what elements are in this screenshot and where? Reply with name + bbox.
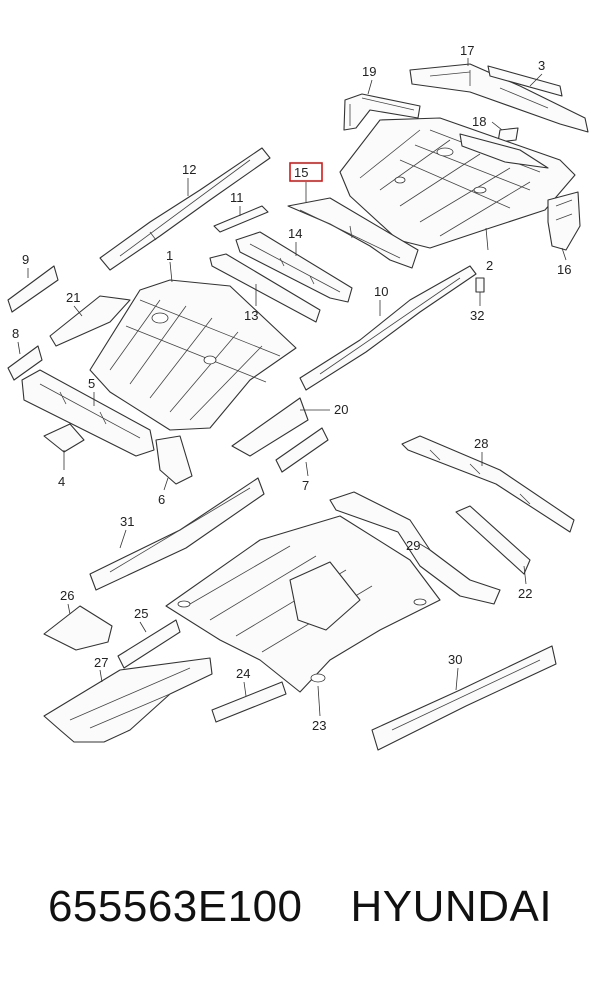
callout-labels: 17 3 19 18 12 11 15 14 2 16 1 9 21 10 13… xyxy=(12,43,571,733)
callout-24: 24 xyxy=(236,666,250,681)
callout-19: 19 xyxy=(362,64,376,79)
callout-17: 17 xyxy=(460,43,474,58)
part-15 xyxy=(287,197,419,269)
callout-6: 6 xyxy=(158,492,165,507)
part-26 xyxy=(43,605,113,651)
callout-11: 11 xyxy=(230,190,244,205)
callout-1: 1 xyxy=(166,248,173,263)
callout-20: 20 xyxy=(334,402,348,417)
part-4 xyxy=(43,423,85,453)
part-3 xyxy=(487,65,563,97)
callout-9: 9 xyxy=(22,252,29,267)
callout-29: 29 xyxy=(406,538,420,553)
part-31 xyxy=(89,477,265,591)
callout-2: 2 xyxy=(486,258,493,273)
callout-23: 23 xyxy=(312,718,326,733)
callout-4: 4 xyxy=(58,474,65,489)
part-11 xyxy=(213,205,269,233)
part-2 xyxy=(339,117,576,249)
callout-12: 12 xyxy=(182,162,196,177)
parts-exploded-diagram: 17 3 19 18 12 11 15 14 2 16 1 9 21 10 13… xyxy=(7,43,589,751)
callout-25: 25 xyxy=(134,606,148,621)
part-20 xyxy=(231,397,309,457)
part-21 xyxy=(49,295,131,347)
part-22 xyxy=(455,505,531,575)
part-1 xyxy=(89,279,297,431)
callout-18: 18 xyxy=(472,114,486,129)
callout-13: 13 xyxy=(244,308,258,323)
part-24 xyxy=(211,681,287,723)
callout-31: 31 xyxy=(120,514,134,529)
part-17 xyxy=(409,63,589,133)
callout-5: 5 xyxy=(88,376,95,391)
callout-21: 21 xyxy=(66,290,80,305)
brand-name: HYUNDAI xyxy=(350,882,553,931)
callout-8: 8 xyxy=(12,326,19,341)
callout-3: 3 xyxy=(538,58,545,73)
callout-28: 28 xyxy=(474,436,488,451)
part-30 xyxy=(371,645,557,751)
part-caption: 655563E100 HYUNDAI xyxy=(0,872,600,942)
callout-22: 22 xyxy=(518,586,532,601)
part-6 xyxy=(155,435,193,485)
part-number: 655563E100 xyxy=(47,882,303,931)
part-14 xyxy=(235,231,353,303)
part-23 xyxy=(165,515,441,693)
part-28 xyxy=(401,435,575,533)
part-19 xyxy=(343,93,421,131)
part-25 xyxy=(117,619,181,669)
part-32 xyxy=(475,277,485,293)
part-27 xyxy=(43,657,213,743)
callout-15: 15 xyxy=(294,165,308,180)
callout-15-highlight-box xyxy=(289,162,323,182)
part-16 xyxy=(547,191,581,251)
part-9 xyxy=(7,265,59,313)
callout-14: 14 xyxy=(288,226,302,241)
callout-30: 30 xyxy=(448,652,462,667)
callout-10: 10 xyxy=(374,284,388,299)
part-5 xyxy=(21,369,155,457)
part-7 xyxy=(275,427,329,473)
callout-27: 27 xyxy=(94,655,108,670)
part-10 xyxy=(299,265,477,391)
part-29 xyxy=(329,491,501,605)
callout-26: 26 xyxy=(60,588,74,603)
leader-lines xyxy=(17,58,567,717)
callout-32: 32 xyxy=(470,308,484,323)
callout-7: 7 xyxy=(302,478,309,493)
part-13 xyxy=(209,253,321,323)
callout-16: 16 xyxy=(557,262,571,277)
part-12 xyxy=(99,147,271,271)
part-8 xyxy=(7,345,43,381)
